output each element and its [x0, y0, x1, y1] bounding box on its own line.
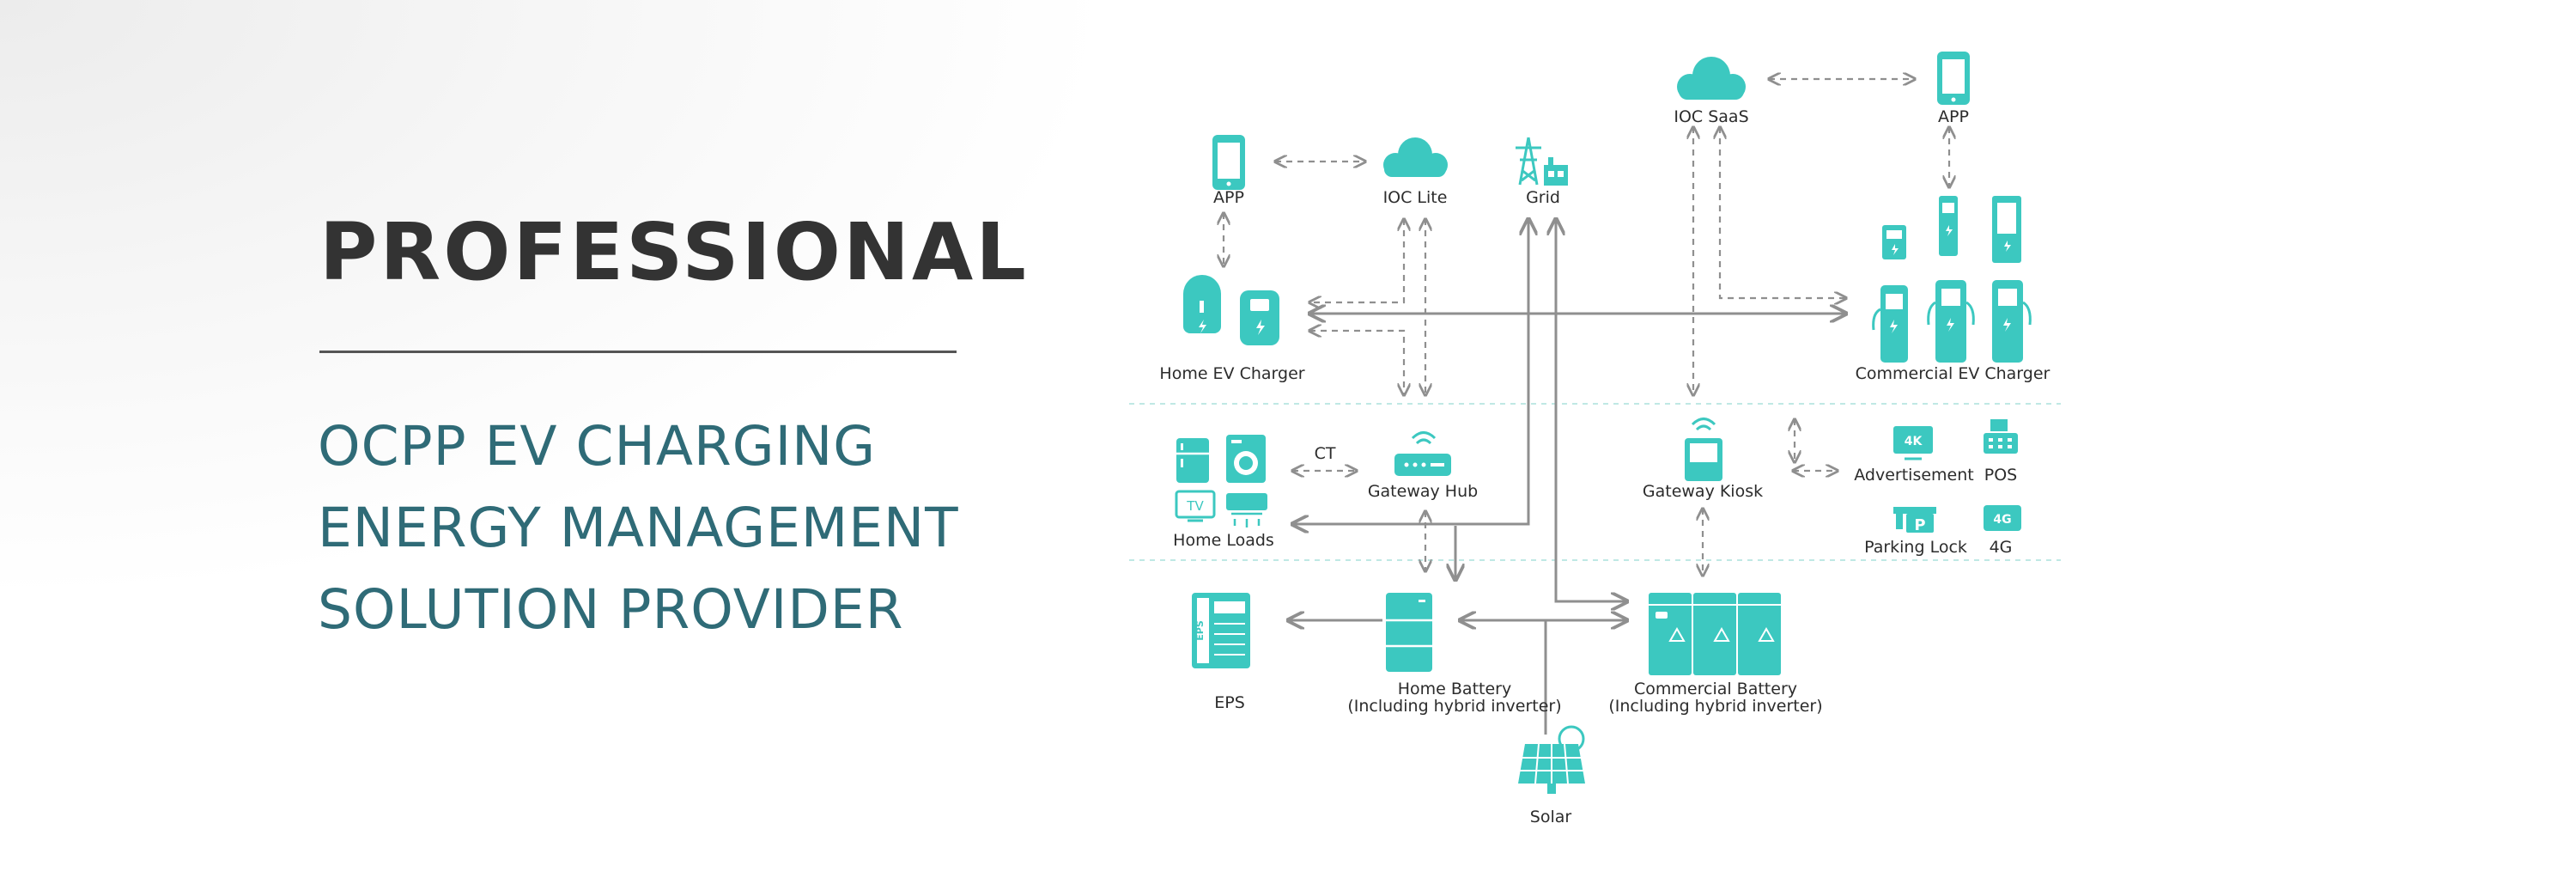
four-g-icon-text: 4G	[1993, 513, 2011, 527]
app-right-label: APP	[1938, 107, 1969, 126]
solar-node: Solar	[1518, 725, 1585, 826]
four-k-icon-text: 4K	[1905, 435, 1923, 448]
ac-charger-icon	[1992, 196, 2021, 263]
tv-icon-text: TV	[1186, 498, 1204, 514]
app-left-label: APP	[1213, 188, 1244, 207]
cash-register-icon	[1984, 419, 2018, 454]
app-right-node: APP	[1937, 52, 1970, 126]
eps-node: EPS EPS	[1192, 593, 1250, 712]
solid-connections	[1288, 219, 1846, 735]
wallbox-charger-icon	[1183, 275, 1221, 333]
ioc-saas-label: IOC SaaS	[1674, 107, 1748, 126]
dc-charger-icon	[1872, 285, 1908, 363]
power-tower-icon	[1516, 137, 1568, 186]
advertisement-node: 4K Advertisement	[1854, 426, 1974, 485]
pos-label: POS	[1984, 466, 2017, 485]
home-battery-label: Home Battery	[1398, 680, 1511, 698]
gateway-hub-label: Gateway Hub	[1368, 482, 1478, 501]
solar-panel-icon	[1518, 725, 1585, 794]
dc-charger-icon	[1927, 280, 1975, 363]
subtitle-line-1: OCPP EV CHARGING	[318, 415, 877, 478]
commercial-ev-charger-label: Commercial EV Charger	[1856, 364, 2050, 383]
solar-label: Solar	[1530, 808, 1572, 826]
kiosk-icon	[1685, 418, 1722, 481]
commercial-battery-note: (Including hybrid inverter)	[1608, 697, 1822, 716]
home-loads-label: Home Loads	[1173, 531, 1274, 550]
smartphone-icon	[1212, 135, 1245, 190]
smartphone-icon	[1937, 52, 1970, 105]
cloud-icon	[1677, 57, 1746, 100]
home-ev-charger-label: Home EV Charger	[1159, 364, 1304, 383]
home-battery-note: (Including hybrid inverter)	[1347, 697, 1561, 716]
four-g-label: 4G	[1990, 538, 2013, 557]
advertisement-label: Advertisement	[1854, 466, 1973, 485]
home-battery-icon	[1386, 593, 1432, 672]
eps-cabinet-icon: EPS	[1192, 593, 1250, 668]
gateway-kiosk-node: Gateway Kiosk	[1643, 418, 1763, 501]
parking-lock-node: P Parking Lock	[1864, 507, 1967, 557]
home-loads-node: TV Home Loads	[1173, 435, 1274, 550]
app-left-node: APP	[1212, 135, 1245, 207]
ac-charger-icon	[1882, 225, 1906, 259]
eps-label: EPS	[1214, 693, 1245, 712]
tv-icon: TV	[1175, 490, 1216, 522]
home-battery-node: Home Battery (Including hybrid inverter)	[1347, 593, 1562, 716]
parking-lock-label: Parking Lock	[1864, 538, 1967, 557]
parking-lock-icon: P	[1893, 507, 1936, 534]
router-icon	[1394, 431, 1451, 476]
air-conditioner-icon	[1226, 493, 1267, 527]
washing-machine-icon	[1226, 435, 1266, 483]
ioc-lite-label: IOC Lite	[1383, 188, 1448, 207]
commercial-battery-node: Commercial Battery (Including hybrid inv…	[1608, 593, 1823, 716]
eps-icon-text: EPS	[1194, 620, 1206, 641]
dc-charger-icon	[1992, 280, 2032, 363]
background-fade	[0, 0, 1116, 601]
ac-charger-icon	[1939, 196, 1958, 256]
parking-icon-text: P	[1914, 516, 1925, 534]
gateway-hub-node: Gateway Hub	[1368, 431, 1478, 501]
four-g-node: 4G 4G	[1984, 505, 2021, 557]
four-g-module-icon: 4G	[1984, 505, 2021, 531]
ioc-saas-node: IOC SaaS	[1674, 57, 1749, 126]
commercial-ev-charger-node: Commercial EV Charger	[1856, 196, 2050, 383]
grid-label: Grid	[1526, 188, 1560, 207]
dashed-connections	[1224, 79, 1949, 576]
wallbox-charger-icon	[1240, 290, 1279, 345]
cloud-icon	[1383, 137, 1448, 177]
headline-divider	[319, 351, 957, 353]
refrigerator-icon	[1176, 438, 1209, 483]
display-4k-icon: 4K	[1893, 426, 1933, 460]
grid-node: Grid	[1516, 137, 1568, 207]
ct-label: CT	[1315, 444, 1336, 463]
ioc-lite-node: IOC Lite	[1383, 137, 1448, 207]
pos-node: POS	[1984, 419, 2018, 485]
subtitle-line-2: ENERGY MANAGEMENT	[318, 497, 959, 559]
commercial-battery-label: Commercial Battery	[1634, 680, 1797, 698]
home-ev-charger-node: Home EV Charger	[1159, 275, 1305, 383]
headline: PROFESSIONAL	[319, 206, 1029, 298]
subtitle-line-3: SOLUTION PROVIDER	[318, 578, 904, 641]
commercial-battery-cabinet-icon	[1649, 593, 1781, 675]
gateway-kiosk-label: Gateway Kiosk	[1643, 482, 1763, 501]
